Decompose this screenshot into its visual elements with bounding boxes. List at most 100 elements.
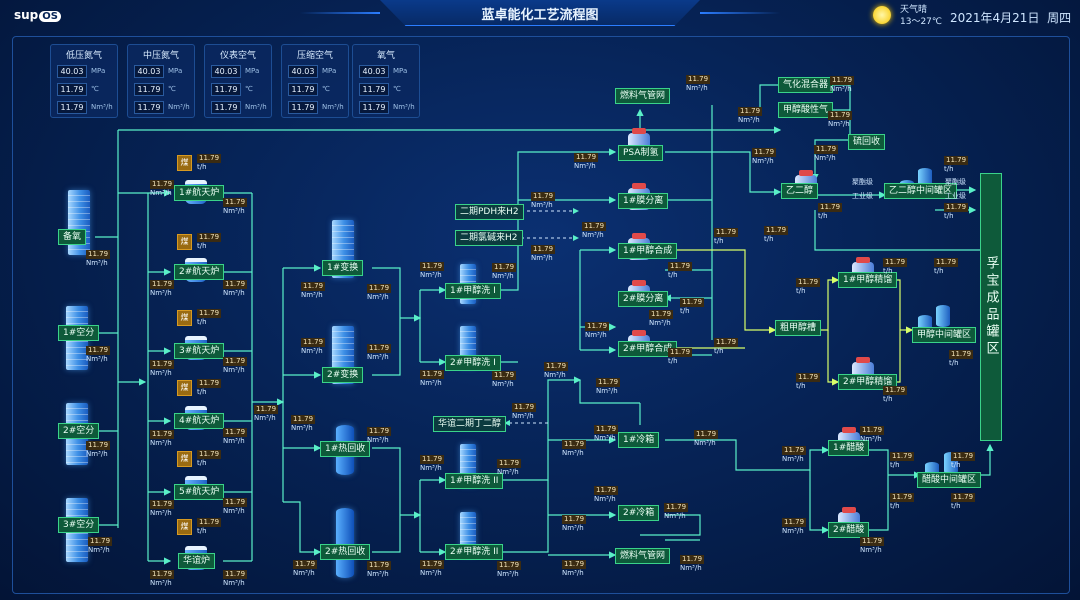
node-kongfen2[interactable]: 2#空分	[58, 423, 100, 439]
node-kongfen1[interactable]: 1#空分	[58, 325, 100, 341]
flow-unit: t/h	[951, 461, 961, 469]
node-final-tank[interactable]: 孚宝成品罐区	[980, 173, 1002, 441]
node-cusuan2[interactable]: 2#醋酸	[828, 522, 870, 538]
node-yierchun[interactable]: 乙二醇	[781, 183, 819, 199]
flow-value: 11.79	[860, 426, 885, 435]
node-hecheng1[interactable]: 1#甲醇合成	[618, 243, 678, 259]
node-pdh[interactable]: 二期PDH来H2	[455, 204, 524, 220]
node-liuhuishou[interactable]: 硫回收	[848, 134, 886, 150]
flow-value: 11.79	[752, 148, 777, 157]
flow-value: 11.79	[951, 452, 976, 461]
node-rehuishou1[interactable]: 1#热回收	[320, 441, 371, 457]
node-jingliu2[interactable]: 2#甲醇精馏	[838, 374, 898, 390]
node-kongfen3[interactable]: 3#空分	[58, 517, 100, 533]
flow-unit: Nm³/h	[367, 293, 389, 301]
utility-value: 11.79	[288, 101, 318, 114]
flow-unit: Nm³/h	[223, 289, 245, 297]
flow-value: 11.79	[596, 378, 621, 387]
flow-unit: Nm³/h	[223, 366, 245, 374]
node-jingliu1[interactable]: 1#甲醇精馏	[838, 272, 898, 288]
flow-unit: Nm³/h	[150, 509, 172, 517]
flow-value: 11.79	[664, 503, 689, 512]
sun-icon	[873, 6, 891, 24]
node-lengxiang2[interactable]: 2#冷箱	[618, 505, 660, 521]
node-shaojian[interactable]: 二期氯碱来H2	[455, 230, 523, 246]
node-hangtian5[interactable]: 5#航天炉	[174, 484, 225, 500]
utility-unit: MPa	[322, 67, 337, 75]
flow-value: 11.79	[367, 427, 392, 436]
flow-value: 11.79	[512, 403, 537, 412]
flow-unit: Nm³/h	[664, 512, 686, 520]
flow-unit: t/h	[796, 287, 806, 295]
node-bianhuan1[interactable]: 1#变换	[322, 260, 364, 276]
node-qihua[interactable]: 气化混合器	[778, 77, 834, 93]
node-cuzhongjian[interactable]: 醋酸中间罐区	[917, 472, 982, 488]
flow-value: 11.79	[420, 262, 445, 271]
flow-value: 11.79	[828, 111, 853, 120]
node-cusuan1[interactable]: 1#醋酸	[828, 440, 870, 456]
node-mofen1[interactable]: 1#膜分离	[618, 193, 669, 209]
node-hangtian4[interactable]: 4#航天炉	[174, 413, 225, 429]
flow-unit: t/h	[714, 237, 724, 245]
flow-unit: t/h	[714, 347, 724, 355]
flow-value: 11.79	[223, 570, 248, 579]
label-gongye-2: 工业级	[852, 192, 873, 200]
node-hangtian1[interactable]: 1#航天炉	[174, 185, 225, 201]
flow-value: 11.79	[764, 226, 789, 235]
node-ranliao-top[interactable]: 燃料气管网	[615, 88, 671, 104]
node-cu[interactable]: 粗甲醇槽	[775, 320, 822, 336]
flow-value: 11.79	[150, 180, 175, 189]
flow-value: 11.79	[86, 346, 111, 355]
node-hangtian3[interactable]: 3#航天炉	[174, 343, 225, 359]
flow-unit: Nm³/h	[223, 579, 245, 587]
flow-unit: Nm³/h	[223, 437, 245, 445]
flow-unit: Nm³/h	[860, 546, 882, 554]
flow-value: 11.79	[492, 263, 517, 272]
node-jiachunsuan[interactable]: 甲醇酸性气	[778, 102, 834, 118]
node-huayi2[interactable]: 华谊二期丁二醇	[433, 416, 507, 432]
flow-unit: Nm³/h	[367, 570, 389, 578]
utility-unit: MPa	[91, 67, 106, 75]
flow-unit: Nm³/h	[291, 424, 313, 432]
node-jiachunxi3[interactable]: 1#甲醇洗 II	[445, 473, 504, 489]
flow-value: 11.79	[497, 561, 522, 570]
node-psa[interactable]: PSA制氢	[618, 145, 664, 161]
node-lengxiang1[interactable]: 1#冷箱	[618, 432, 660, 448]
node-mofen2[interactable]: 2#膜分离	[618, 291, 669, 307]
node-jiazhongjian[interactable]: 甲醇中间罐区	[912, 327, 977, 343]
flow-unit: t/h	[680, 307, 690, 315]
node-rehuishou2[interactable]: 2#热回收	[320, 544, 371, 560]
node-yizhongjian[interactable]: 乙二醇中间罐区	[884, 183, 958, 199]
flow-unit: Nm³/h	[254, 414, 276, 422]
node-huayi[interactable]: 华谊炉	[178, 553, 216, 569]
node-jiachunxi1[interactable]: 1#甲醇洗 I	[445, 283, 501, 299]
node-jiachunxi2[interactable]: 2#甲醇洗 I	[445, 355, 501, 371]
flow-unit: t/h	[944, 165, 954, 173]
flow-value: 11.79	[782, 446, 807, 455]
node-ranliao-bottom[interactable]: 燃料气管网	[615, 548, 671, 564]
utility-value: 40.03	[211, 65, 241, 78]
flow-unit: Nm³/h	[420, 271, 442, 279]
node-hangtian2[interactable]: 2#航天炉	[174, 264, 225, 280]
flow-unit: Nm³/h	[492, 272, 514, 280]
utility-unit: MPa	[245, 67, 260, 75]
node-beiyang[interactable]: 备氧	[58, 229, 87, 245]
node-bianhuan2[interactable]: 2#变换	[322, 367, 364, 383]
node-jiachunxi4[interactable]: 2#甲醇洗 II	[445, 544, 504, 560]
